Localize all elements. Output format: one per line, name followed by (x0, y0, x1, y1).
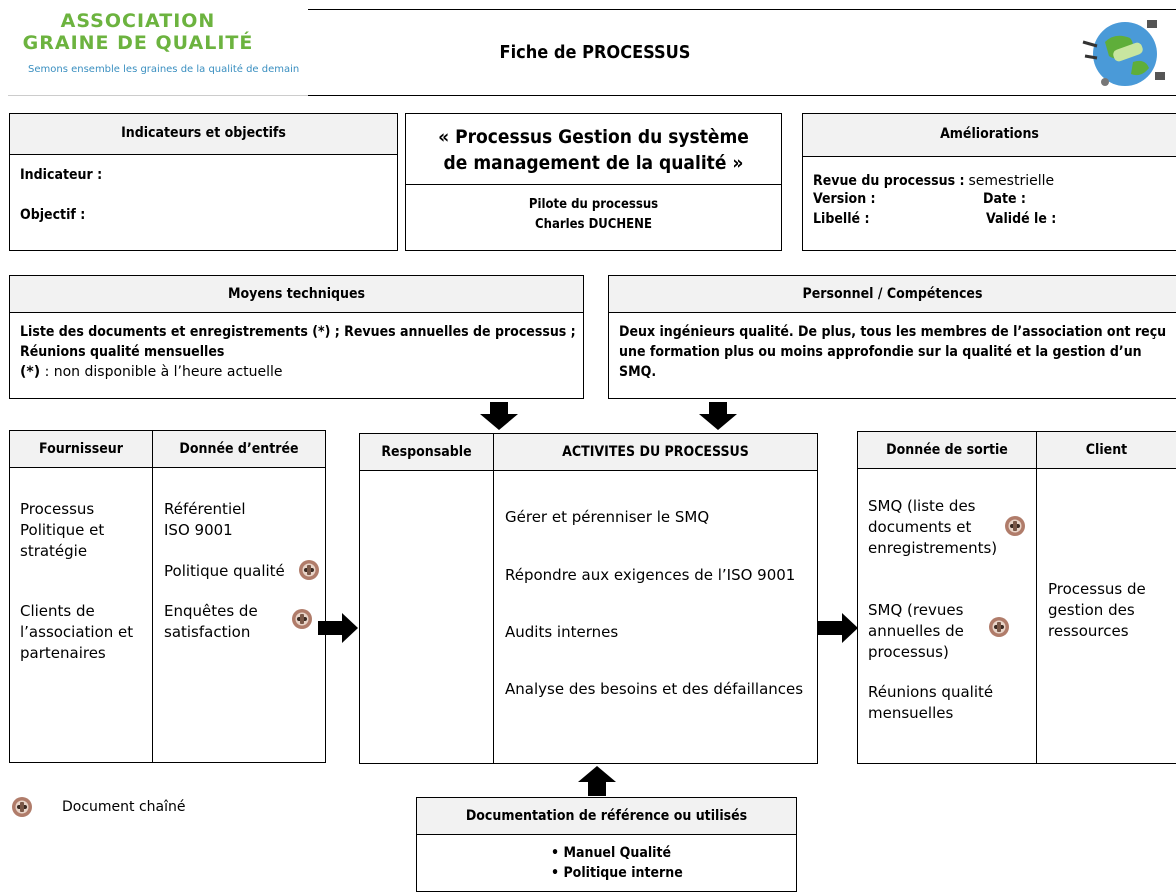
process-title-line2: de management de la qualité » (443, 152, 744, 174)
technical-heading: Moyens techniques (10, 276, 583, 313)
org-logo: ASSOCIATION GRAINE DE QUALITÉ Semons ens… (8, 10, 308, 90)
process-title-line1: « Processus Gestion du système (438, 126, 749, 148)
staff-panel: Personnel / Compétences Deux ingénieurs … (608, 275, 1176, 399)
activity-item: Gérer et pérenniser le SMQ (505, 508, 710, 526)
libelle-label: Libellé : (813, 211, 870, 227)
chain-link-icon (1005, 516, 1025, 536)
output-column-header: Donnée de sortie (858, 432, 1037, 468)
output-table-header: Donnée de sortie Client (858, 432, 1176, 469)
org-name-line1: ASSOCIATION (60, 10, 216, 32)
technical-note-star: (*) (20, 364, 41, 380)
improvements-heading: Améliorations (803, 114, 1176, 157)
output-item: SMQ (revues annuelles de processus) (868, 601, 964, 661)
right-arrow-icon (318, 613, 358, 643)
improvements-panel: Améliorations Revue du processus : semes… (802, 113, 1176, 251)
chain-link-icon (989, 617, 1009, 637)
output-table: Donnée de sortie Client SMQ (liste des d… (857, 431, 1176, 764)
responsible-column-header: Responsable (360, 434, 494, 470)
org-name-line2: GRAINE DE QUALITÉ (22, 32, 254, 54)
staff-heading: Personnel / Compétences (609, 276, 1176, 313)
indicators-panel: Indicateurs et objectifs Indicateur : Ob… (9, 113, 398, 251)
globe-illustration-icon (1075, 12, 1170, 90)
input-item: Politique qualité (164, 562, 285, 580)
references-heading: Documentation de référence ou utilisés (417, 798, 796, 835)
chain-link-icon (292, 609, 312, 629)
header-line-bottom (308, 95, 1176, 96)
valide-label: Validé le : (986, 211, 1057, 227)
technical-panel: Moyens techniques Liste des documents et… (9, 275, 584, 399)
version-label: Version : (813, 191, 876, 207)
input-item: Enquêtes de satisfaction (164, 602, 258, 641)
up-arrow-icon (578, 766, 616, 796)
activity-item: Audits internes (505, 623, 619, 641)
technical-note-text: : non disponible à l’heure actuelle (40, 364, 283, 380)
input-column-header: Donnée d’entrée (179, 441, 299, 457)
down-arrow-icon (699, 402, 737, 430)
activities-column-header: ACTIVITES DU PROCESSUS (562, 444, 749, 460)
pilot-name: Charles DUCHENE (535, 217, 652, 232)
reference-item: Manuel Qualité (551, 843, 671, 863)
process-panel: « Processus Gestion du système de manage… (405, 113, 782, 251)
page-title: Fiche de PROCESSUS (499, 42, 691, 63)
supplier-item: Clients de l’association et partenaires (20, 602, 134, 662)
process-title-block: « Processus Gestion du système de manage… (406, 114, 781, 185)
activity-item: Répondre aux exigences de l’ISO 9001 (505, 566, 796, 584)
client-item: Processus de gestion des ressources (1048, 580, 1146, 640)
output-item: SMQ (liste des documents et enregistreme… (868, 497, 998, 557)
output-item: Réunions qualité mensuelles (868, 683, 994, 722)
indicateur-label: Indicateur : (20, 167, 103, 183)
technical-line1: Liste des documents et enregistrements (… (20, 324, 576, 340)
supplier-column-header: Fournisseur (10, 431, 153, 467)
header-line (308, 9, 1176, 10)
references-panel: Documentation de référence ou utilisés M… (416, 797, 797, 892)
review-row: Revue du processus : semestrielle (813, 172, 1054, 190)
header-rule (8, 95, 308, 96)
input-table-divider (152, 467, 153, 763)
client-column-header: Client (1085, 442, 1128, 458)
pilot-label: Pilote du processus (528, 197, 659, 212)
input-table: Fournisseur Donnée d’entrée Processus Po… (9, 430, 326, 763)
review-label: Revue du processus : (813, 173, 965, 189)
staff-text: Deux ingénieurs qualité. De plus, tous l… (619, 324, 1167, 380)
indicators-heading: Indicateurs et objectifs (10, 114, 397, 155)
input-table-header: Fournisseur Donnée d’entrée (10, 431, 325, 468)
review-value: semestrielle (968, 173, 1055, 189)
reference-item: Politique interne (551, 863, 682, 883)
right-arrow-icon (818, 613, 858, 643)
org-tagline: Semons ensemble les graines de la qualit… (28, 64, 300, 75)
chain-link-icon (12, 797, 32, 817)
output-table-divider (1036, 468, 1037, 764)
objectif-label: Objectif : (20, 207, 86, 223)
chain-link-icon (299, 560, 319, 580)
date-label: Date : (983, 191, 1026, 207)
technical-note: (*) : non disponible à l’heure actuelle (20, 362, 283, 382)
technical-line2: Réunions qualité mensuelles (20, 344, 225, 360)
activity-item: Analyse des besoins et des défaillances (505, 680, 804, 698)
activities-table-divider (493, 470, 494, 764)
activities-table-header: Responsable ACTIVITES DU PROCESSUS (360, 434, 817, 471)
down-arrow-icon (480, 402, 518, 430)
legend-text: Document chaîné (62, 799, 186, 815)
supplier-item: Processus Politique et stratégie (20, 500, 105, 560)
input-item: Référentiel ISO 9001 (164, 500, 246, 539)
activities-table: Responsable ACTIVITES DU PROCESSUS Gérer… (359, 433, 818, 764)
